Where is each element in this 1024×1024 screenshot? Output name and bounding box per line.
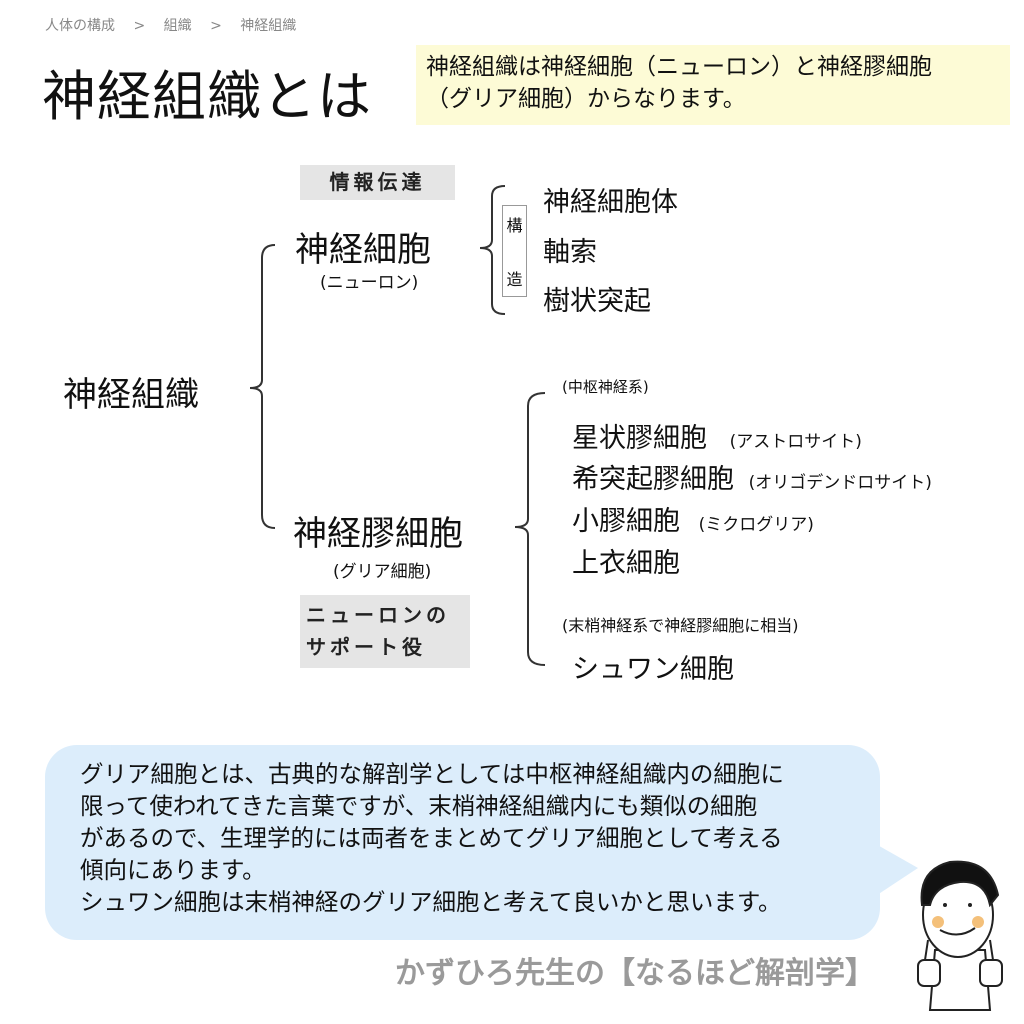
glia-name: 神経膠細胞 bbox=[293, 514, 463, 554]
breadcrumb-item: 神経組織 bbox=[240, 18, 297, 34]
neuron-alias: (ニューロン) bbox=[320, 273, 419, 293]
neuron-tag: 情報伝達 bbox=[300, 165, 455, 200]
glia-type: 小膠細胞 (ミクログリア) bbox=[572, 506, 814, 537]
breadcrumb-item[interactable]: 人体の構成 bbox=[45, 18, 115, 34]
glia-alias: (グリア細胞) bbox=[333, 562, 432, 582]
breadcrumb: 人体の構成 > 組織 > 神経組織 bbox=[45, 15, 310, 35]
bubble-text: グリア細胞とは、古典的な解剖学としては中枢神経組織内の細胞に 限って使われてきた… bbox=[80, 760, 784, 916]
neuron-part: 樹状突起 bbox=[543, 286, 651, 317]
peripheral-label: (末梢神経系で神経膠細胞に相当) bbox=[562, 616, 799, 635]
glia-tag: ニューロンの サポート役 bbox=[300, 595, 470, 668]
neuron-part: 軸索 bbox=[543, 237, 597, 268]
neuron-part: 神経細胞体 bbox=[543, 187, 678, 218]
breadcrumb-item[interactable]: 組織 bbox=[163, 18, 192, 34]
breadcrumb-separator: > bbox=[133, 18, 146, 34]
glia-bracket bbox=[514, 392, 546, 666]
speech-bubble bbox=[45, 745, 880, 940]
page-title: 神経組織とは bbox=[42, 65, 372, 128]
neuron-name: 神経細胞 bbox=[295, 230, 431, 270]
glia-type: 上衣細胞 bbox=[572, 548, 680, 579]
schwann-cell: シュワン細胞 bbox=[572, 654, 734, 685]
central-label: (中枢神経系) bbox=[562, 378, 649, 396]
glia-type: 星状膠細胞 (アストロサイト) bbox=[572, 423, 862, 454]
neuron-bracket bbox=[479, 185, 506, 315]
summary-note: 神経組織は神経細胞（ニューロン）と神経膠細胞 （グリア細胞）からなります。 bbox=[416, 45, 1010, 125]
structure-label: 構 造 bbox=[502, 205, 527, 297]
breadcrumb-separator: > bbox=[210, 18, 222, 34]
summary-line: 神経組織は神経細胞（ニューロン）と神経膠細胞 bbox=[426, 54, 932, 80]
summary-line: （グリア細胞）からなります。 bbox=[426, 86, 746, 112]
root-label: 神経組織 bbox=[63, 375, 199, 415]
site-logo-text: かずひろ先生の【なるほど解剖学】 bbox=[395, 956, 875, 991]
glia-type: 希突起膠細胞 (オリゴデンドロサイト) bbox=[572, 464, 932, 495]
root-bracket bbox=[249, 244, 276, 529]
